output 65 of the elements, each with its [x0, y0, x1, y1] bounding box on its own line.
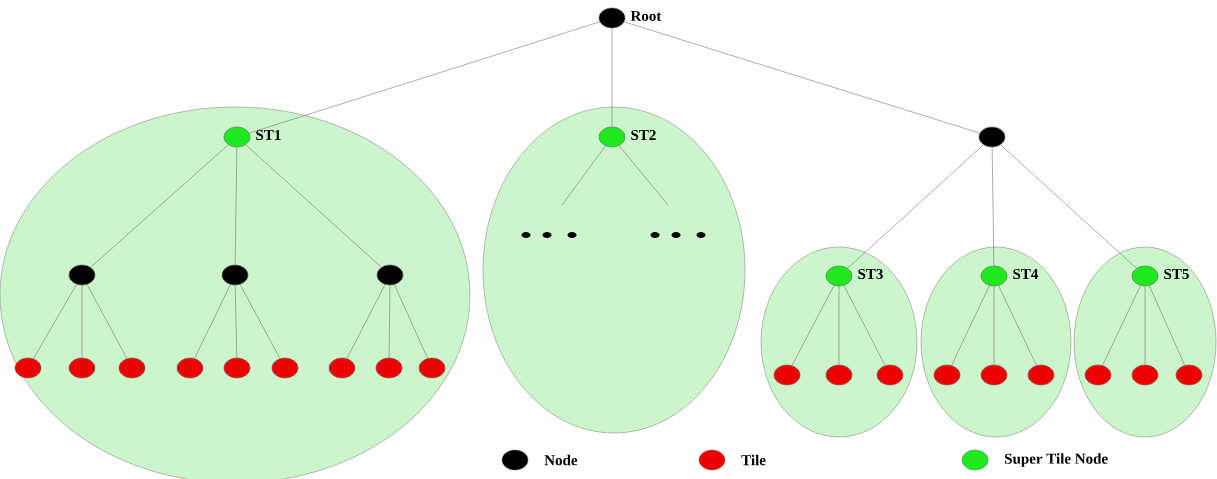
- node-label: ST2: [631, 129, 656, 141]
- connector-line: [394, 284, 428, 359]
- connector-line: [234, 147, 238, 265]
- tile-node: [773, 364, 801, 386]
- node-label: ST1: [256, 129, 281, 141]
- connector-line: [245, 144, 382, 268]
- node-label: Root: [630, 11, 662, 21]
- connector-line: [1000, 144, 1137, 269]
- connector-line: [951, 285, 990, 366]
- tile-node: [1084, 364, 1112, 386]
- cluster-ellipse: [920, 246, 1072, 438]
- cluster-ellipse: [760, 246, 918, 438]
- tile-node: [118, 357, 146, 379]
- legend-label: Super Tile Node: [1005, 453, 1108, 467]
- connector-line: [843, 285, 886, 366]
- legend-label: Node: [544, 454, 578, 466]
- connector-line: [847, 144, 984, 269]
- connector-line: [561, 145, 606, 206]
- connector-line: [1144, 286, 1146, 365]
- connector-line: [90, 144, 229, 268]
- connector-line: [838, 286, 840, 365]
- tree-node: [221, 264, 249, 286]
- connector-line: [86, 284, 128, 359]
- node-label: ST3: [858, 268, 883, 280]
- cluster-ellipse: [0, 106, 471, 479]
- tree-node: [376, 264, 404, 286]
- legend-label: Tile: [741, 454, 766, 466]
- connector-line: [239, 284, 281, 359]
- tile-node: [14, 357, 42, 379]
- tile-node: [176, 357, 204, 379]
- connector-line: [791, 285, 835, 366]
- connector-line: [618, 145, 669, 206]
- tile-node: [328, 357, 356, 379]
- cluster-ellipse: [1073, 246, 1217, 438]
- tile-node: [876, 364, 904, 386]
- cluster-ellipse: [482, 106, 746, 434]
- tile-node: [1175, 364, 1203, 386]
- connector-line: [993, 286, 995, 365]
- tile-node: [223, 357, 251, 379]
- connector-line: [33, 284, 77, 359]
- tree-node: [978, 126, 1006, 148]
- connector-line: [611, 28, 613, 127]
- connector-line: [991, 147, 995, 266]
- tree-node: [68, 264, 96, 286]
- connector-line: [346, 284, 386, 359]
- tile-node: [418, 357, 446, 379]
- tile-node: [1131, 364, 1159, 386]
- connector-line: [234, 285, 238, 358]
- connector-line: [998, 285, 1037, 366]
- tile-node: [825, 364, 853, 386]
- tile-node: [980, 364, 1008, 386]
- tile-node: [375, 357, 403, 379]
- tile-node: [1027, 364, 1055, 386]
- tile-node: [271, 357, 299, 379]
- node-label: ST5: [1164, 268, 1189, 280]
- connector-line: [624, 21, 980, 134]
- connector-line: [81, 285, 83, 358]
- connector-line: [194, 284, 231, 359]
- connector-line: [388, 285, 391, 358]
- connector-line: [1102, 285, 1141, 366]
- tile-node: [68, 357, 96, 379]
- connector-line: [1149, 285, 1185, 366]
- connector-line: [249, 21, 600, 134]
- node-label: ST4: [1013, 268, 1039, 280]
- tile-node: [933, 364, 961, 386]
